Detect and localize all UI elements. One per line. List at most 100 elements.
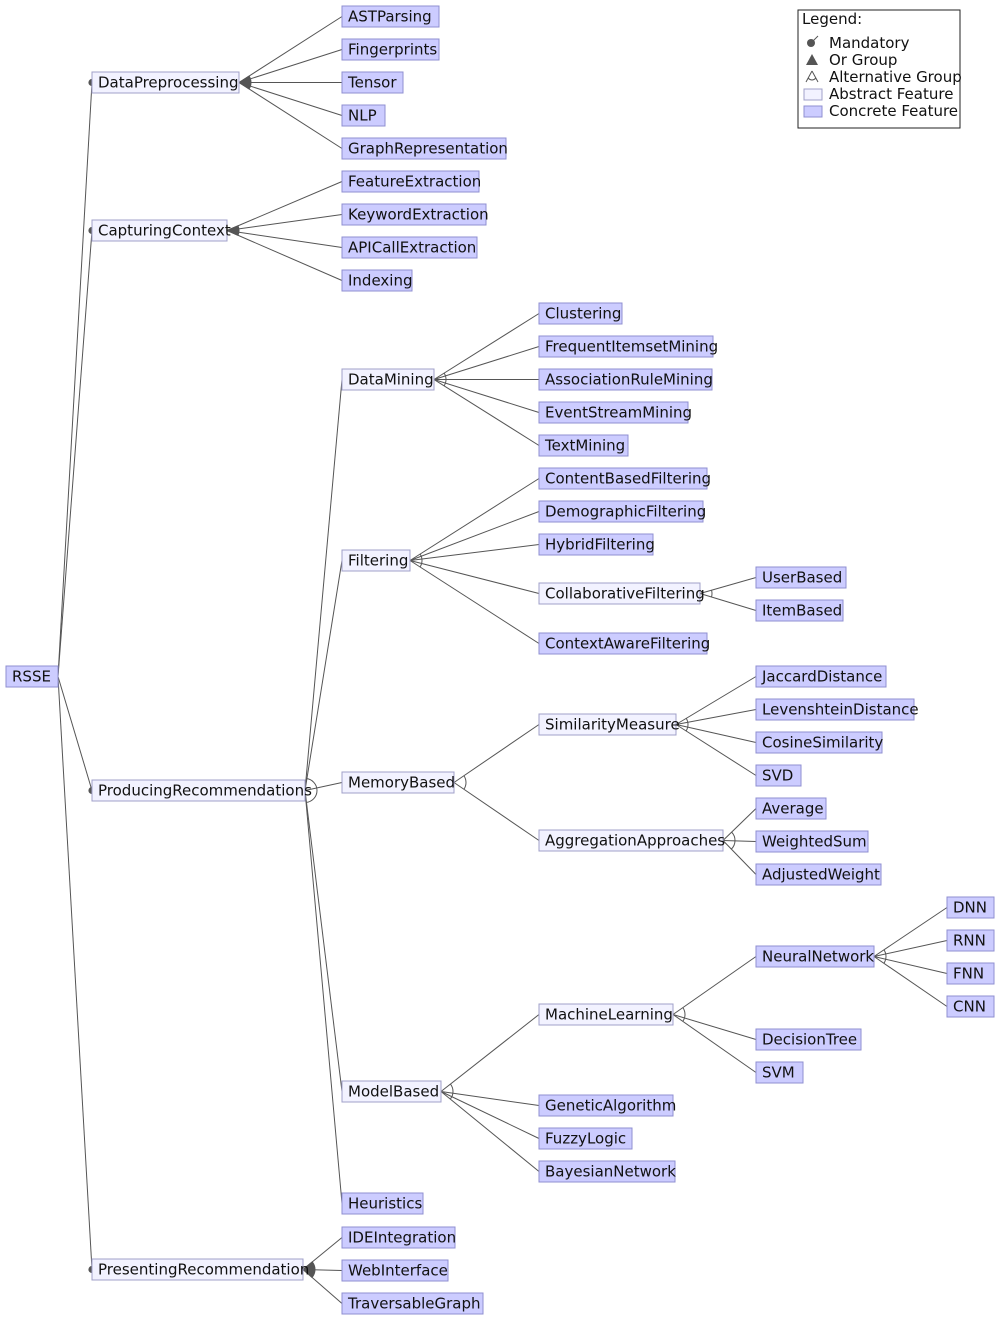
abstract-feature-box bbox=[341, 1080, 442, 1103]
feature-Heuristics[interactable]: Heuristics bbox=[341, 1192, 424, 1215]
feature-CollaborativeFiltering[interactable]: CollaborativeFiltering bbox=[538, 582, 705, 605]
feature-label: FeatureExtraction bbox=[348, 173, 481, 191]
feature-label: SimilarityMeasure bbox=[545, 716, 680, 734]
feature-HybridFiltering[interactable]: HybridFiltering bbox=[538, 533, 655, 556]
feature-ModelBased[interactable]: ModelBased bbox=[341, 1080, 442, 1103]
abstract-feature-box bbox=[538, 829, 724, 852]
edge-AggregationApproaches-Average bbox=[722, 808, 757, 841]
feature-label: TraversableGraph bbox=[347, 1295, 481, 1313]
feature-ContentBasedFiltering[interactable]: ContentBasedFiltering bbox=[538, 467, 711, 490]
feature-ASTParsing[interactable]: ASTParsing bbox=[341, 5, 440, 28]
feature-KeywordExtraction[interactable]: KeywordExtraction bbox=[341, 203, 489, 226]
feature-EventStreamMining[interactable]: EventStreamMining bbox=[538, 401, 692, 424]
feature-MemoryBased[interactable]: MemoryBased bbox=[341, 771, 455, 794]
feature-DNN[interactable]: DNN bbox=[946, 896, 995, 919]
feature-DataPreprocessing[interactable]: DataPreprocessing bbox=[91, 71, 240, 94]
edge-ProducingRecommendations-DataMining bbox=[304, 379, 343, 791]
feature-SimilarityMeasure[interactable]: SimilarityMeasure bbox=[538, 713, 680, 736]
feature-DataMining[interactable]: DataMining bbox=[341, 368, 435, 391]
feature-SVD[interactable]: SVD bbox=[755, 764, 802, 787]
feature-NeuralNetwork[interactable]: NeuralNetwork bbox=[755, 945, 875, 968]
or-group-marker bbox=[302, 1261, 316, 1279]
concrete-feature-box bbox=[946, 896, 995, 919]
feature-GraphRepresentation[interactable]: GraphRepresentation bbox=[341, 137, 508, 160]
edge-SimilarityMeasure-CosineSimilarity bbox=[675, 724, 757, 743]
abstract-feature-box bbox=[91, 779, 306, 802]
feature-FeatureExtraction[interactable]: FeatureExtraction bbox=[341, 170, 481, 193]
or-group-icon bbox=[806, 54, 818, 65]
feature-Indexing[interactable]: Indexing bbox=[341, 269, 413, 292]
feature-label: IDEIntegration bbox=[348, 1229, 456, 1247]
mandatory-icon-stem bbox=[810, 35, 819, 44]
alternative-group-marker bbox=[449, 1083, 454, 1100]
feature-WebInterface[interactable]: WebInterface bbox=[341, 1259, 449, 1282]
alternative-group-marker bbox=[883, 949, 887, 964]
alternative-group-marker bbox=[730, 831, 736, 850]
abstract-feature-box bbox=[91, 1258, 304, 1281]
feature-label: Average bbox=[762, 800, 824, 818]
edge-CollaborativeFiltering-ItemBased bbox=[699, 593, 757, 611]
edge-MachineLearning-NeuralNetwork bbox=[672, 956, 757, 1015]
feature-TraversableGraph[interactable]: TraversableGraph bbox=[341, 1292, 484, 1315]
feature-LevenshteinDistance[interactable]: LevenshteinDistance bbox=[755, 698, 919, 721]
concrete-feature-box bbox=[946, 995, 995, 1018]
feature-IDEIntegration[interactable]: IDEIntegration bbox=[341, 1226, 456, 1249]
feature-RNN[interactable]: RNN bbox=[946, 929, 995, 952]
feature-CNN[interactable]: CNN bbox=[946, 995, 995, 1018]
edge-CollaborativeFiltering-UserBased bbox=[699, 577, 757, 594]
feature-CosineSimilarity[interactable]: CosineSimilarity bbox=[755, 731, 883, 754]
feature-NLP[interactable]: NLP bbox=[341, 104, 386, 127]
abstract-feature-box bbox=[91, 219, 228, 242]
concrete-feature-box bbox=[341, 71, 404, 94]
feature-label: NeuralNetwork bbox=[762, 948, 874, 966]
edge-NeuralNetwork-DNN bbox=[873, 907, 948, 957]
feature-ContextAwareFiltering[interactable]: ContextAwareFiltering bbox=[538, 632, 710, 655]
feature-label: JaccardDistance bbox=[761, 668, 882, 686]
feature-Tensor[interactable]: Tensor bbox=[341, 71, 404, 94]
feature-ItemBased[interactable]: ItemBased bbox=[755, 599, 844, 622]
or-group-marker bbox=[225, 225, 240, 236]
feature-BayesianNetwork[interactable]: BayesianNetwork bbox=[538, 1160, 676, 1183]
feature-label: WebInterface bbox=[348, 1262, 448, 1280]
feature-AssociationRuleMining[interactable]: AssociationRuleMining bbox=[538, 368, 713, 391]
abstract-feature-box bbox=[341, 368, 435, 391]
feature-ProducingRecommendations[interactable]: ProducingRecommendations bbox=[91, 779, 312, 802]
feature-AdjustedWeight[interactable]: AdjustedWeight bbox=[755, 863, 882, 886]
feature-Clustering[interactable]: Clustering bbox=[538, 302, 623, 325]
feature-label: LevenshteinDistance bbox=[762, 701, 919, 719]
concrete-feature-box bbox=[755, 1061, 804, 1084]
concrete-feature-swatch bbox=[803, 105, 823, 118]
feature-label: SVM bbox=[762, 1064, 795, 1082]
edge-Filtering-DemographicFiltering bbox=[409, 511, 540, 561]
feature-SVM[interactable]: SVM bbox=[755, 1061, 804, 1084]
edges-layer bbox=[57, 16, 948, 1304]
feature-label: ItemBased bbox=[762, 602, 842, 620]
feature-FNN[interactable]: FNN bbox=[946, 962, 995, 985]
concrete-feature-box bbox=[341, 1226, 456, 1249]
feature-WeightedSum[interactable]: WeightedSum bbox=[755, 830, 869, 853]
legend-item-or-group: Or Group bbox=[806, 51, 897, 69]
feature-Average[interactable]: Average bbox=[755, 797, 827, 820]
feature-FuzzyLogic[interactable]: FuzzyLogic bbox=[538, 1127, 633, 1150]
feature-RSSE[interactable]: RSSE bbox=[5, 665, 59, 688]
feature-MachineLearning[interactable]: MachineLearning bbox=[538, 1003, 674, 1026]
feature-TextMining[interactable]: TextMining bbox=[538, 434, 629, 457]
feature-APICallExtraction[interactable]: APICallExtraction bbox=[341, 236, 478, 259]
feature-PresentingRecommendation[interactable]: PresentingRecommendation bbox=[91, 1258, 309, 1281]
feature-GeneticAlgorithm[interactable]: GeneticAlgorithm bbox=[538, 1094, 676, 1117]
feature-DecisionTree[interactable]: DecisionTree bbox=[755, 1028, 862, 1051]
legend-item-alternative-group: Alternative Group bbox=[805, 68, 962, 86]
feature-FrequentItemsetMining[interactable]: FrequentItemsetMining bbox=[538, 335, 718, 358]
feature-UserBased[interactable]: UserBased bbox=[755, 566, 847, 589]
feature-AggregationApproaches[interactable]: AggregationApproaches bbox=[538, 829, 725, 852]
feature-DemographicFiltering[interactable]: DemographicFiltering bbox=[538, 500, 706, 523]
feature-label: RSSE bbox=[12, 668, 51, 686]
feature-JaccardDistance[interactable]: JaccardDistance bbox=[755, 665, 887, 688]
feature-Fingerprints[interactable]: Fingerprints bbox=[341, 38, 440, 61]
feature-label: EventStreamMining bbox=[545, 404, 692, 422]
edge-Filtering-ContextAwareFiltering bbox=[409, 560, 540, 644]
feature-CapturingContext[interactable]: CapturingContext bbox=[91, 219, 231, 242]
edge-Filtering-CollaborativeFiltering bbox=[409, 560, 540, 594]
feature-Filtering[interactable]: Filtering bbox=[341, 549, 411, 572]
edge-DataPreprocessing-NLP bbox=[238, 82, 343, 116]
